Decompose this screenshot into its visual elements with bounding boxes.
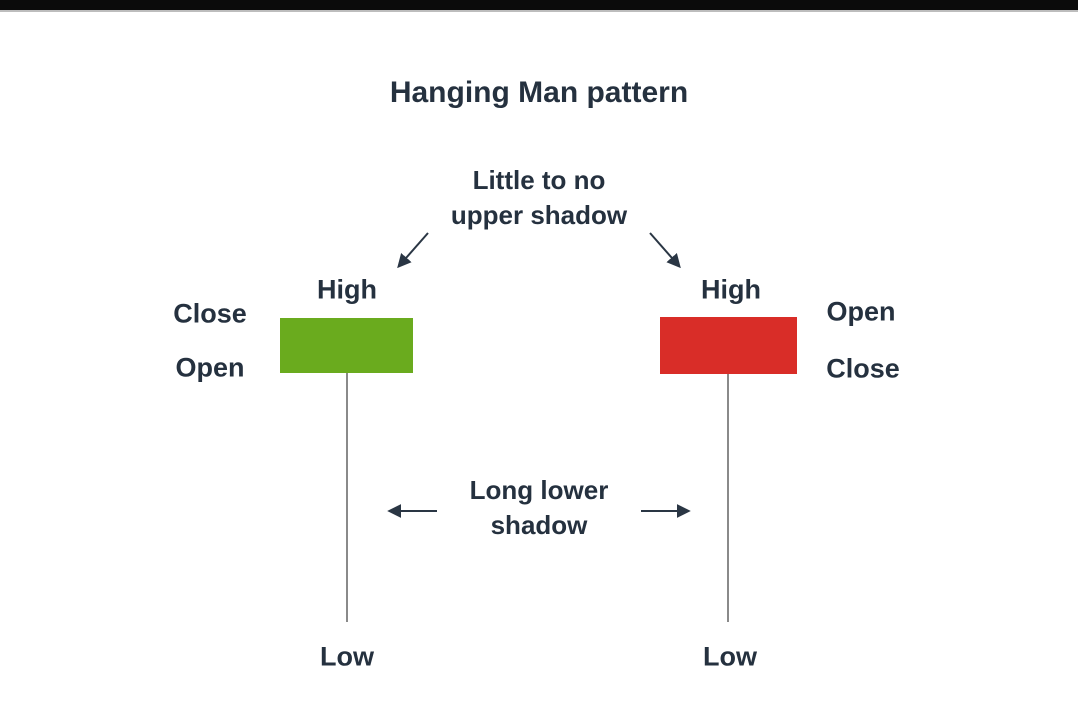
upper-shadow-annotation: Little to no upper shadow — [451, 163, 627, 233]
bullish-open-label: Open — [175, 352, 245, 383]
lower-shadow-annotation-line2: shadow — [490, 510, 588, 540]
bearish-open-label: Open — [826, 296, 896, 327]
bullish-close-label: Close — [173, 298, 247, 329]
upper-shadow-annotation-line1: Little to no — [472, 165, 606, 195]
arrow-upper-to-right-candle-icon — [649, 232, 681, 269]
bullish-candle-wick — [346, 373, 348, 622]
bearish-candle-wick — [727, 374, 729, 622]
arrow-upper-to-left-candle-icon — [397, 232, 429, 269]
lower-shadow-annotation: Long lower shadow — [470, 473, 609, 543]
bullish-low-label: Low — [320, 641, 374, 672]
diagram-title: Hanging Man pattern — [389, 76, 689, 109]
bearish-close-label: Close — [826, 353, 900, 384]
bearish-high-label: High — [701, 274, 761, 305]
top-black-bar — [0, 0, 1078, 12]
bearish-candle-body — [660, 317, 797, 374]
bullish-high-label: High — [317, 274, 377, 305]
upper-shadow-annotation-line2: upper shadow — [450, 200, 628, 230]
bearish-low-label: Low — [703, 641, 757, 672]
bullish-candle-body — [280, 318, 413, 373]
lower-shadow-annotation-line1: Long lower — [469, 475, 609, 505]
